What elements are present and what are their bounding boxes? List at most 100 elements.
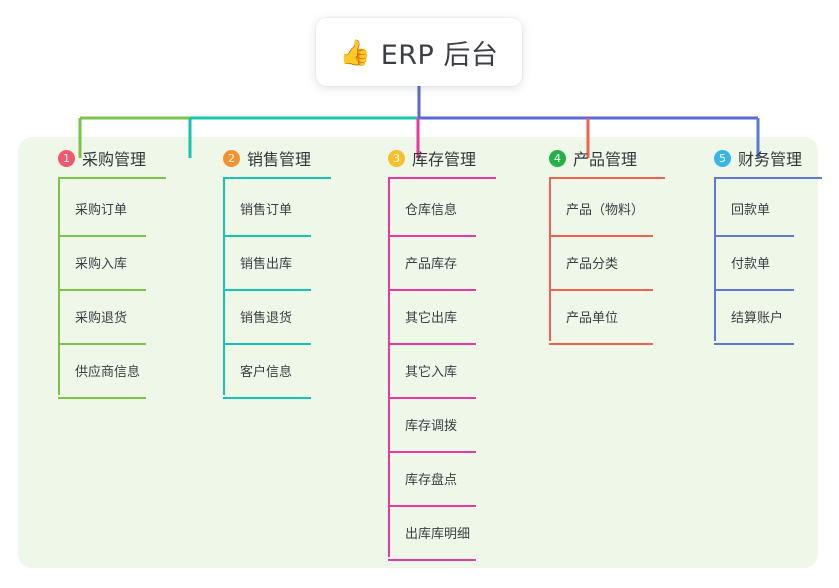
branch-item[interactable]: 付款单 [714, 237, 829, 291]
branch-item[interactable]: 供应商信息 [58, 345, 193, 399]
branch-spine [549, 179, 551, 341]
branch-item-label: 采购订单 [75, 202, 128, 218]
branch-header-1[interactable]: 1 采购管理 [38, 137, 193, 179]
branch-spine [223, 179, 225, 395]
branch-badge-1: 1 [58, 149, 75, 167]
branch-item-label: 库存盘点 [405, 472, 458, 488]
branch-items-3: 仓库信息产品库存其它出库其它入库库存调拨库存盘点出库库明细 [388, 179, 523, 561]
branch-item-underline [58, 235, 146, 237]
branch-item-label: 产品（物料） [566, 202, 645, 218]
branch-columns: 1 采购管理采购订单采购入库采购退货供应商信息 2 销售管理销售订单销售出库销售退货客… [18, 137, 822, 568]
branch-column-3: 3 库存管理仓库信息产品库存其它出库其它入库库存调拨库存盘点出库库明细 [368, 137, 523, 561]
branch-badge-2: 2 [223, 149, 240, 167]
branch-item-label: 付款单 [731, 256, 771, 272]
branch-item-label: 产品分类 [566, 256, 619, 272]
branch-badge-4: 4 [549, 149, 566, 167]
branch-item-label: 采购入库 [75, 256, 128, 272]
branch-item-label: 产品库存 [405, 256, 458, 272]
branch-title-3: 库存管理 [412, 150, 477, 169]
branch-column-4: 4 产品管理产品（物料） 产品分类产品单位 [529, 137, 694, 345]
branch-header-3[interactable]: 3 库存管理 [368, 137, 523, 179]
branch-header-2[interactable]: 2 销售管理 [203, 137, 358, 179]
branch-badge-3: 3 [388, 149, 405, 167]
branch-item-underline [223, 343, 311, 345]
branch-item-label: 产品单位 [566, 310, 619, 326]
branch-spine [714, 179, 716, 341]
branch-item[interactable]: 产品分类 [549, 237, 694, 291]
branch-item-underline [388, 505, 476, 507]
branch-item-underline [549, 343, 653, 345]
branch-item-label: 客户信息 [240, 364, 293, 380]
branch-item[interactable]: 库存调拨 [388, 399, 523, 453]
branch-item-underline [223, 235, 311, 237]
branch-item-underline [223, 397, 311, 399]
branch-item-underline [388, 559, 476, 561]
branch-header-underline [58, 177, 166, 179]
branch-item[interactable]: 产品单位 [549, 291, 694, 345]
branch-item-label: 回款单 [731, 202, 771, 218]
branch-header-underline [714, 177, 822, 179]
branch-item-label: 销售订单 [240, 202, 293, 218]
branch-item[interactable]: 产品库存 [388, 237, 523, 291]
branch-item-underline [388, 343, 476, 345]
branch-items-2: 销售订单销售出库销售退货客户信息 [223, 179, 358, 399]
branch-badge-5: 5 [714, 149, 731, 167]
branch-item-label: 库存调拨 [405, 418, 458, 434]
branch-header-5[interactable]: 5 财务管理 [694, 137, 829, 179]
branch-item[interactable]: 出库库明细 [388, 507, 523, 561]
branch-item-underline [58, 289, 146, 291]
branch-item-underline [549, 289, 653, 291]
branch-item[interactable]: 产品（物料） [549, 183, 694, 237]
branch-item-label: 仓库信息 [405, 202, 458, 218]
branch-item-label: 销售出库 [240, 256, 293, 272]
branch-header-underline [388, 177, 496, 179]
branch-item-label: 销售退货 [240, 310, 293, 326]
branch-title-5: 财务管理 [738, 150, 803, 169]
branch-item-underline [714, 343, 794, 345]
branch-title-1: 采购管理 [82, 150, 147, 169]
branch-item[interactable]: 采购订单 [58, 183, 193, 237]
root-node[interactable]: 👍 ERP 后台 [316, 18, 522, 86]
branch-item-label: 采购退货 [75, 310, 128, 326]
branch-item[interactable]: 采购入库 [58, 237, 193, 291]
branch-header-underline [549, 177, 665, 179]
branch-item[interactable]: 客户信息 [223, 345, 358, 399]
branch-item[interactable]: 采购退货 [58, 291, 193, 345]
branch-title-2: 销售管理 [247, 150, 312, 169]
branch-item[interactable]: 回款单 [714, 183, 829, 237]
branch-item[interactable]: 结算账户 [714, 291, 829, 345]
branch-items-4: 产品（物料） 产品分类产品单位 [549, 179, 694, 345]
branch-item-underline [549, 235, 653, 237]
branch-header-4[interactable]: 4 产品管理 [529, 137, 694, 179]
branch-item[interactable]: 销售出库 [223, 237, 358, 291]
branch-item-underline [388, 397, 476, 399]
branch-item-label: 供应商信息 [75, 364, 141, 380]
branches-panel [18, 137, 818, 568]
branch-spine [58, 179, 60, 395]
branch-item-label: 其它出库 [405, 310, 458, 326]
branch-item-underline [714, 289, 794, 291]
thumbs-up-icon: 👍 [339, 37, 371, 67]
branch-item-underline [714, 235, 794, 237]
branch-item[interactable]: 仓库信息 [388, 183, 523, 237]
branch-item-underline [58, 397, 146, 399]
branch-item-underline [388, 289, 476, 291]
branch-item[interactable]: 销售退货 [223, 291, 358, 345]
branch-item[interactable]: 其它出库 [388, 291, 523, 345]
branch-item[interactable]: 库存盘点 [388, 453, 523, 507]
branch-items-5: 回款单付款单结算账户 [714, 179, 829, 345]
branch-column-2: 2 销售管理销售订单销售出库销售退货客户信息 [203, 137, 358, 399]
branch-title-4: 产品管理 [573, 150, 638, 169]
branch-item-underline [388, 451, 476, 453]
branch-header-underline [223, 177, 331, 179]
branch-item-underline [223, 289, 311, 291]
branch-item-underline [58, 343, 146, 345]
branch-item[interactable]: 销售订单 [223, 183, 358, 237]
branch-item-label: 结算账户 [731, 310, 784, 326]
branch-item-label: 出库库明细 [405, 526, 471, 542]
branch-spine [388, 179, 390, 557]
branch-column-5: 5 财务管理回款单付款单结算账户 [694, 137, 829, 345]
branch-column-1: 1 采购管理采购订单采购入库采购退货供应商信息 [38, 137, 193, 399]
branch-item[interactable]: 其它入库 [388, 345, 523, 399]
